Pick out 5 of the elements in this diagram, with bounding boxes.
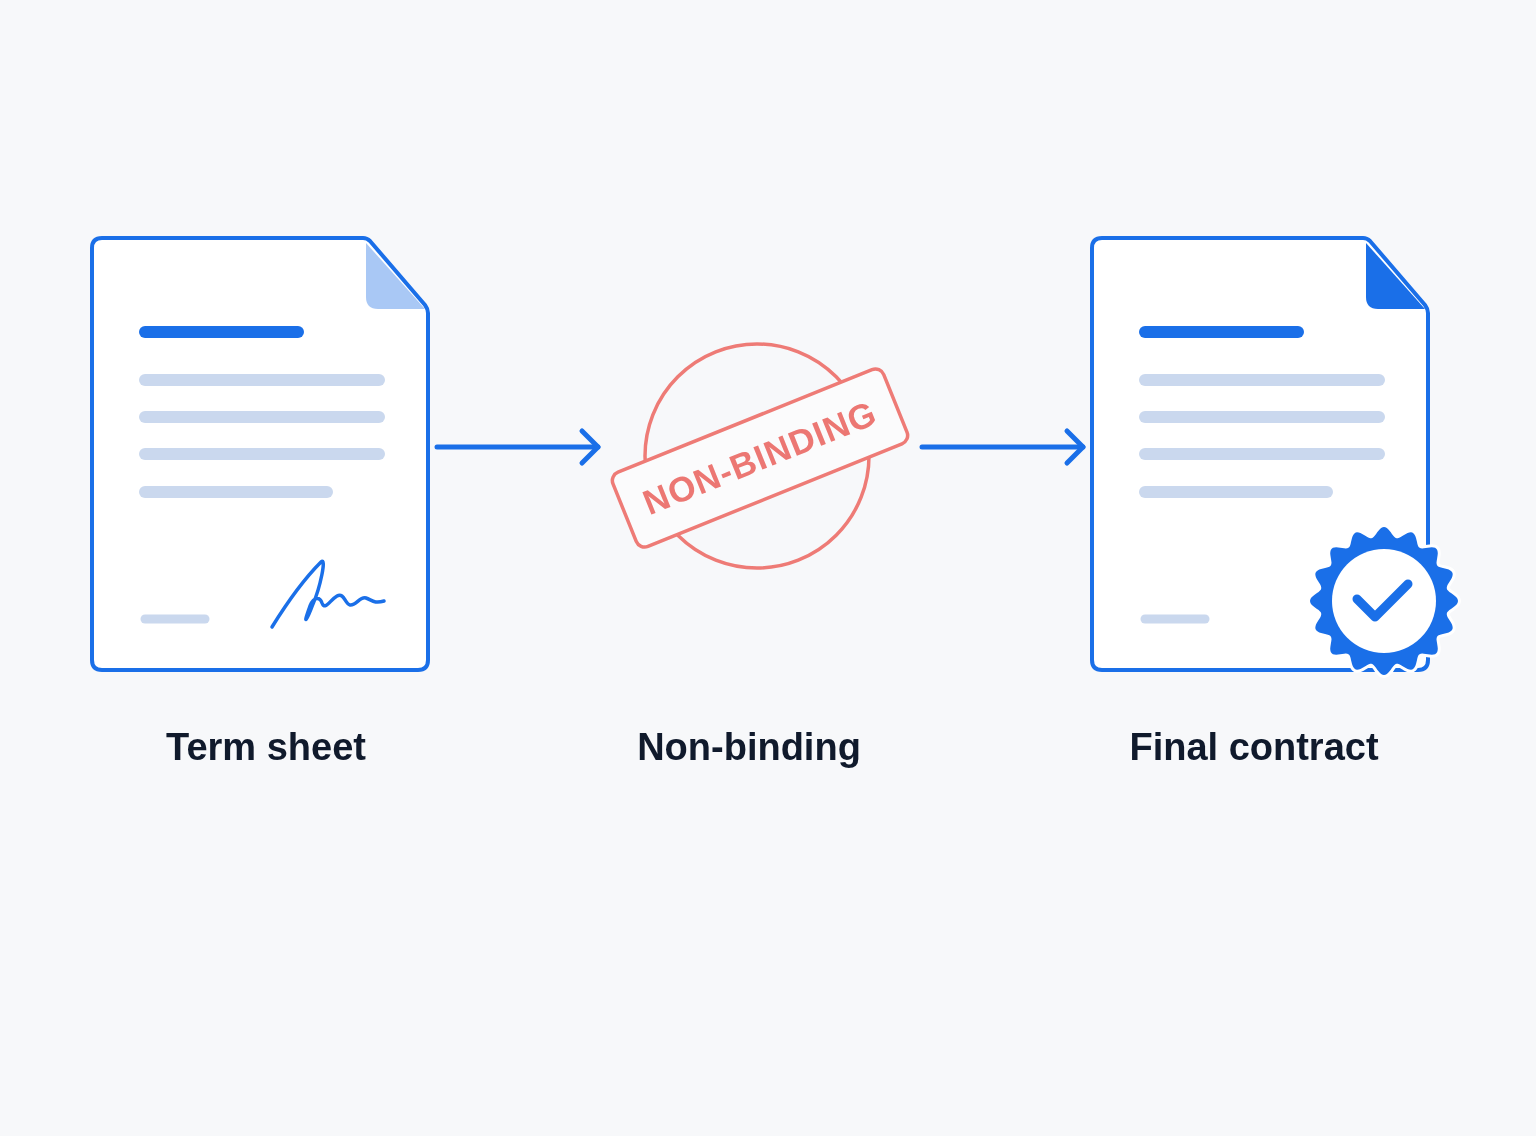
node-label: Term sheet [166, 726, 366, 770]
arrow [434, 428, 601, 466]
label: Non-binding [637, 726, 861, 770]
node-label: Final contract [1129, 726, 1379, 770]
arrow [919, 428, 1086, 466]
